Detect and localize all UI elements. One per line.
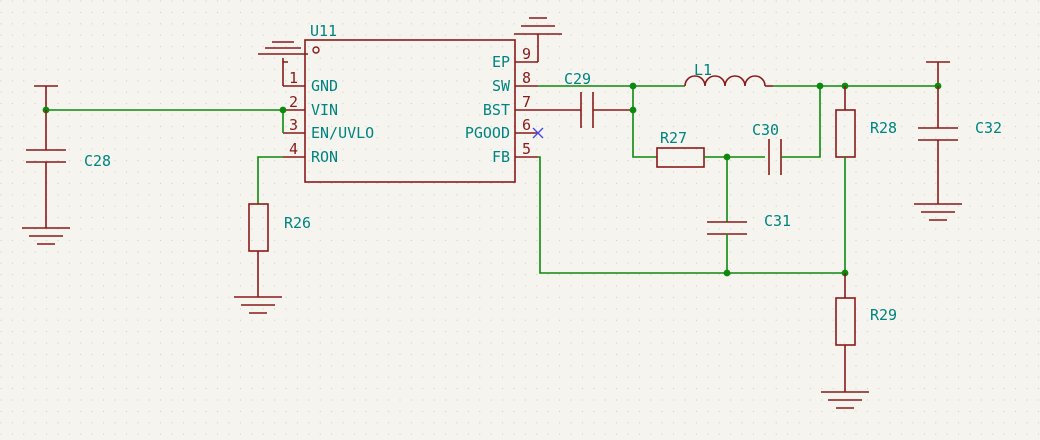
pin-num: 5 — [522, 140, 531, 158]
ground-symbol-r26 — [234, 296, 282, 314]
fb-net — [538, 156, 849, 277]
ground-symbol-r29 — [821, 391, 869, 409]
pin-num: 8 — [522, 69, 531, 87]
ron-net — [257, 156, 283, 204]
pin-num: 6 — [522, 116, 531, 134]
r27-label: R27 — [660, 129, 687, 147]
r28-label: R28 — [870, 119, 897, 137]
capacitor-c31[interactable]: C31 — [707, 157, 791, 273]
capacitor-c28[interactable]: C28 — [26, 110, 111, 228]
sw-net — [538, 82, 685, 110]
capacitor-c30[interactable]: C30 — [752, 86, 821, 175]
pin-name: EP — [492, 53, 510, 71]
ground-symbol-c28 — [22, 227, 70, 245]
capacitor-c32[interactable]: C32 — [918, 86, 1002, 204]
resistor-r27[interactable]: R27 — [632, 110, 765, 168]
r26-label: R26 — [284, 214, 311, 232]
pin-num: 4 — [289, 140, 298, 158]
ic-ref-label: U11 — [310, 22, 337, 40]
pin-name: GND — [311, 77, 338, 95]
c31-label: C31 — [764, 212, 791, 230]
ground-symbol-u11-gnd — [258, 41, 308, 62]
pin-num: 2 — [289, 93, 298, 111]
resistor-r29[interactable]: R29 — [835, 273, 897, 392]
c30-label: C30 — [752, 121, 779, 139]
ic-u11[interactable]: U11 1 2 3 4 GND VIN EN/UVLO RON 9 8 7 6 … — [282, 22, 539, 183]
pin-name: BST — [483, 101, 510, 119]
resistor-r26[interactable]: R26 — [248, 203, 311, 297]
pin-name: VIN — [311, 101, 338, 119]
c28-label: C28 — [84, 152, 111, 170]
pin-name: EN/UVLO — [311, 124, 374, 142]
pin-name: RON — [311, 148, 338, 166]
resistor-r28[interactable]: R28 — [835, 86, 897, 273]
r29-label: R29 — [870, 306, 897, 324]
pin1-marker — [312, 46, 320, 54]
inductor-l1[interactable]: L1 — [684, 61, 773, 87]
pin-name: PGOOD — [465, 124, 510, 142]
pin-num: 9 — [522, 45, 531, 63]
ground-symbol-c32 — [914, 203, 962, 221]
vin-net — [42, 86, 287, 133]
ic-body — [304, 39, 516, 183]
l1-label: L1 — [694, 61, 712, 79]
pgood-no-connect — [532, 127, 544, 139]
c32-label: C32 — [975, 119, 1002, 137]
pin-num: 3 — [289, 116, 298, 134]
pin-name: FB — [492, 148, 510, 166]
pin-num: 1 — [289, 69, 298, 87]
capacitor-c29[interactable]: C29 — [538, 70, 637, 128]
pin-name: SW — [492, 77, 511, 95]
ground-symbol-u11-ep — [514, 17, 562, 35]
vout-net — [773, 61, 950, 90]
c29-label: C29 — [564, 70, 591, 88]
pin-num: 7 — [522, 93, 531, 111]
